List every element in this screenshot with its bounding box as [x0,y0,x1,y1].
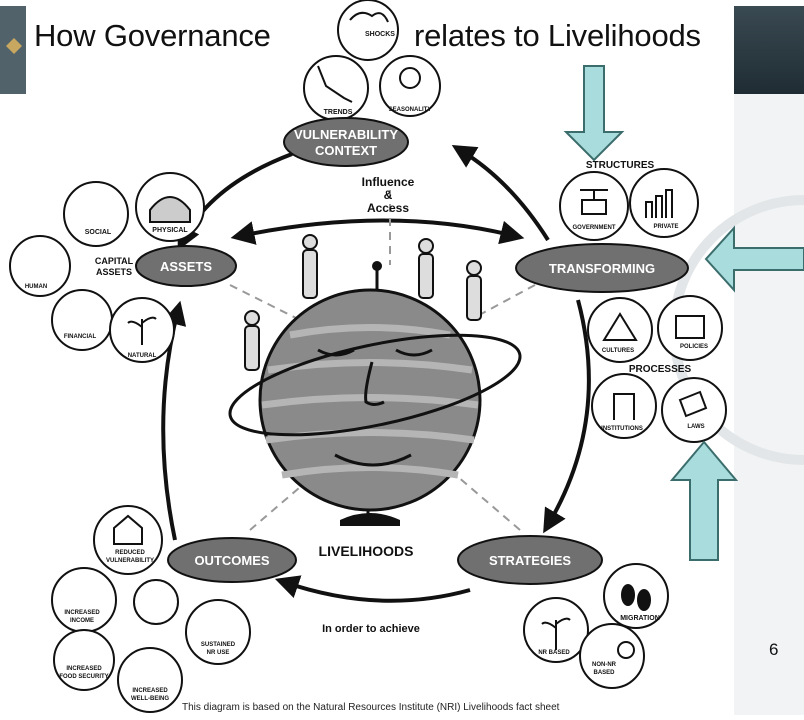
strategies-label: STRATEGIES [489,553,571,568]
financial-icon [51,289,113,351]
laws-label: LAWS [687,424,704,430]
non-nr-based-icon [579,623,645,689]
nr-use-label-1: SUSTAINED [201,642,236,648]
cultures-label: CULTURES [602,348,634,354]
income-label-1: INCREASED [64,610,100,616]
non-nr-label-2: BASED [593,670,615,676]
transforming-label: TRANSFORMING [549,261,655,276]
livelihoods-globe [228,261,522,526]
seasonality-icon [379,55,441,117]
assets-label: ASSETS [160,259,212,274]
social-icon [63,181,129,247]
strategies-oval [457,535,603,585]
structures-icons [559,168,699,241]
slide-title-right: relates to Livelihoods [414,18,701,53]
logo-icon [6,38,22,54]
structures-label: STRUCTURES [586,160,655,171]
side-background [734,94,804,715]
trends-label: TRENDS [324,109,353,116]
physical-label: PHYSICAL [152,227,188,234]
government-icon [559,171,629,241]
arrow-strategies-to-outcomes [274,575,471,603]
nr-use-label-2: NR USE [207,650,230,656]
strategies-icons [523,563,669,689]
outcomes-label: OUTCOMES [194,553,269,568]
arrow-assets-transforming [230,218,525,245]
increased-food-security-icon [53,629,115,691]
cycle-arrows [161,145,591,603]
reduced-label-1: REDUCED [115,550,145,556]
diagram-labels: VULNERABILITY CONTEXT SHOCKS TRENDS SEAS… [25,31,708,702]
vulnerability-label-1: VULNERABILITY [294,127,398,142]
non-nr-label-1: NON-NR [592,662,617,668]
wellbeing-label-1: INCREASED [132,688,168,694]
migration-label: MIGRATION [620,615,660,622]
influence-label-1: Influence [362,175,415,189]
wellbeing-label-2: WELL-BEING [131,696,169,702]
policies-label: POLICIES [680,344,708,350]
increased-well-being-icon [117,647,183,713]
shocks-label: SHOCKS [365,31,395,38]
arrow-down-icon [563,65,625,162]
arrow-transforming-to-vuln [451,145,550,242]
arrow-left-icon [704,225,804,293]
capital-label-1: CAPITAL [95,256,134,266]
person-outcome-icon [133,579,179,625]
human-icon [9,235,71,297]
teal-arrows [563,65,804,561]
government-label: GOVERNMENT [572,225,615,231]
vulnerability-label-2: CONTEXT [315,143,377,158]
financial-label: FINANCIAL [64,334,97,340]
seasonality-label: SEASONALITY [389,107,432,113]
transforming-oval [515,243,689,293]
vulnerability-icons [303,0,441,121]
income-label-2: INCOME [70,618,94,624]
sustained-nr-use-icon [185,599,251,665]
institutions-icon [591,373,657,439]
migration-icon [603,563,669,629]
assets-icons [9,172,205,363]
arrow-up-icon [669,440,739,561]
cultures-icon [587,297,653,363]
outcomes-icons [51,505,251,713]
policies-icon [657,295,723,361]
footnote: This diagram is based on the Natural Res… [182,702,560,713]
assets-oval [135,245,237,287]
capital-label-2: ASSETS [96,267,132,277]
achieve-label: In order to achieve [322,623,420,635]
natural-label: NATURAL [128,353,157,359]
outcomes-oval [167,537,297,583]
processes-icons [587,295,727,443]
influence-label-3: Access [367,201,409,215]
private-label: PRIVATE [653,224,678,230]
processes-label: PROCESSES [629,364,692,375]
food-label-1: INCREASED [66,666,102,672]
laws-icon [661,377,727,443]
arrow-transforming-to-strategies [543,299,591,534]
reduced-label-2: VULNERABILITY [106,558,154,564]
nr-based-label: NR BASED [538,650,570,656]
livelihoods-label: LIVELIHOODS [319,543,414,559]
private-icon [629,168,699,238]
slide-number: 6 [769,640,779,659]
institutions-label: INSTITUTIONS [601,426,643,432]
slide-title-left: How Governance [34,18,271,53]
human-label: HUMAN [25,284,47,290]
vulnerability-oval [283,117,409,167]
social-label: SOCIAL [85,229,112,236]
food-label-2: FOOD SECURITY [59,674,108,680]
reduced-vulnerability-icon [93,505,163,575]
influence-label-2: & [384,188,393,202]
shocks-icon [337,0,399,61]
people-figures [244,234,482,371]
